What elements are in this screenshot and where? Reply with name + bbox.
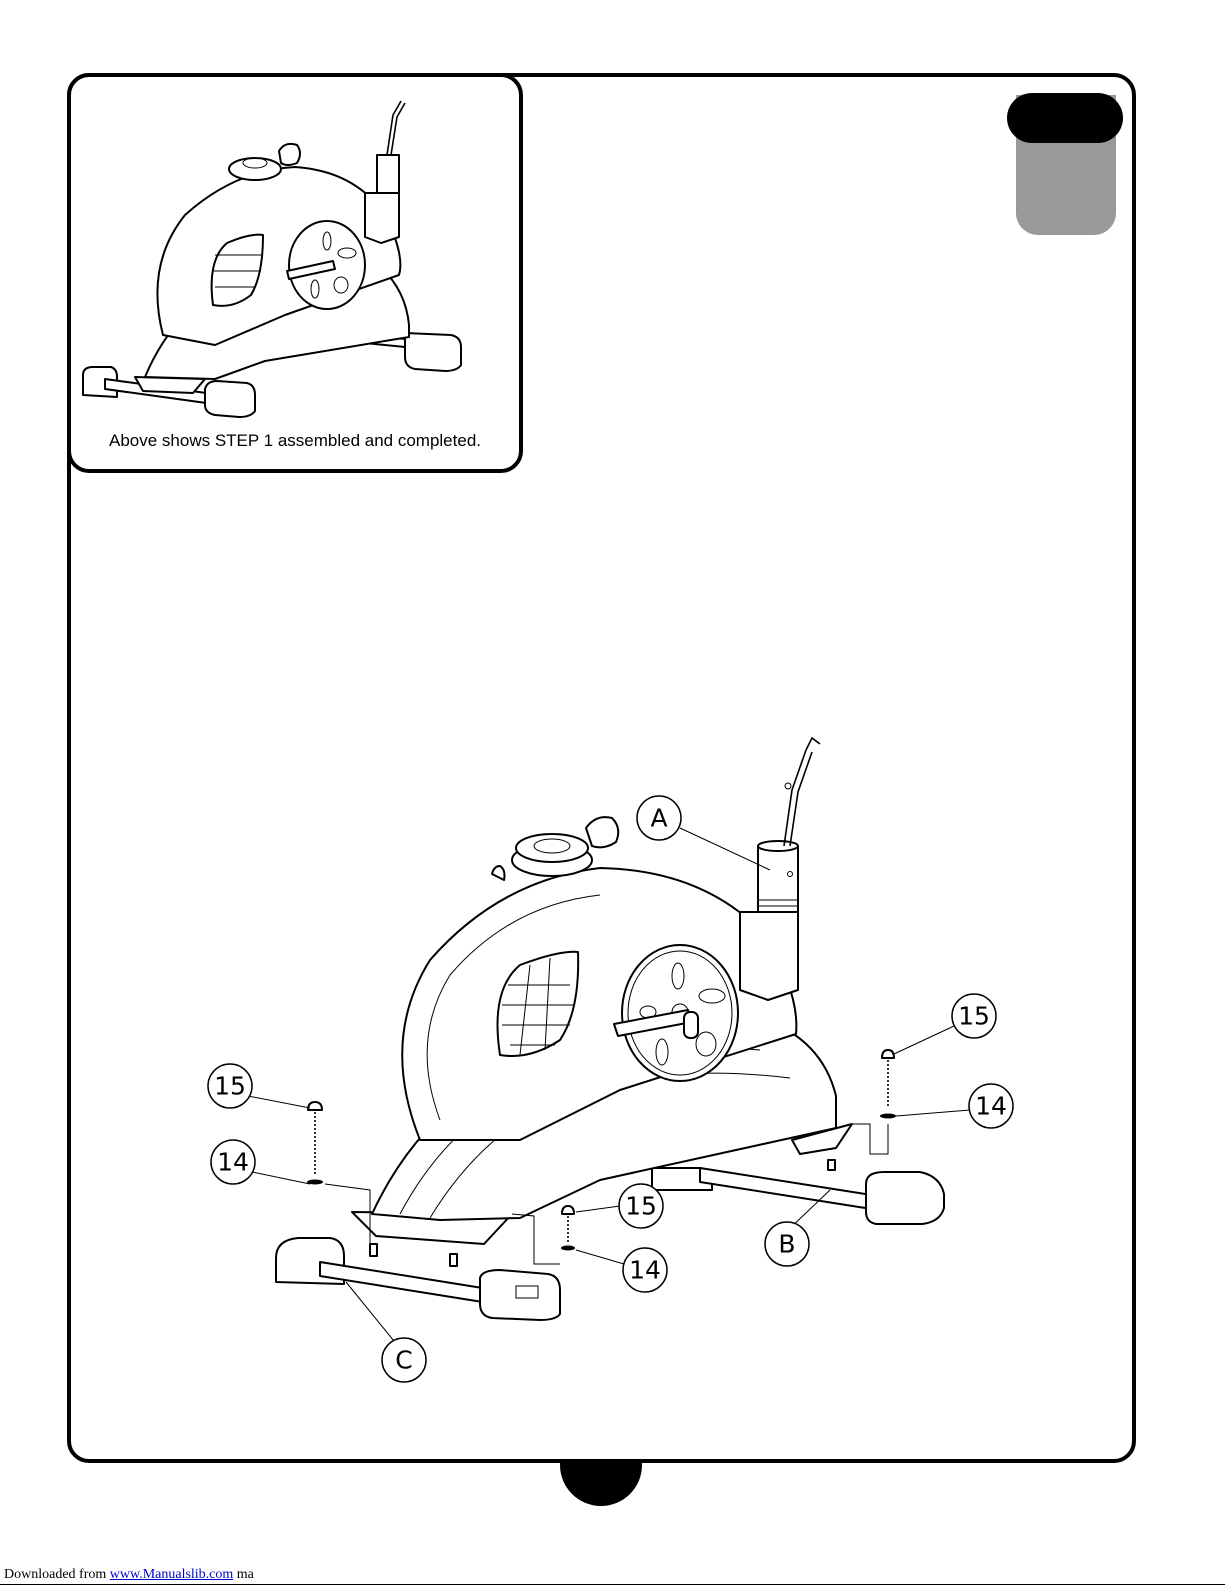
step1-inset: Above shows STEP 1 assembled and complet… [67,73,523,473]
bolt-rear-right [450,1254,457,1266]
seat-post-a [740,738,820,1000]
callout-14-center-label: 14 [629,1256,661,1285]
hardware-left [307,1102,370,1244]
bolt-front [828,1160,835,1170]
callout-a-label: A [650,804,667,833]
manualslib-link[interactable]: www.Manualslib.com [110,1567,234,1582]
callout-c-label: C [395,1346,412,1375]
hardware-right [852,1050,896,1154]
front-base-b [652,1168,944,1224]
callout-15-right-label: 15 [958,1002,990,1031]
hardware-center [512,1206,575,1264]
callout-b: B [765,1222,809,1266]
callout-14-right: 14 [969,1084,1013,1128]
callout-14-left-label: 14 [217,1148,249,1177]
callout-a: A [637,796,681,840]
bike-illustration [276,738,944,1320]
bolt-rear-left [370,1244,377,1256]
callout-c: C [382,1338,426,1382]
callout-15-left-label: 15 [214,1072,246,1101]
callout-14-right-label: 14 [975,1092,1007,1121]
step1-thumbnail [71,77,519,427]
callout-15-center-label: 15 [625,1192,657,1221]
callout-15-right: 15 [952,994,996,1038]
footer-prefix: Downloaded from [4,1567,110,1582]
callout-b-label: B [778,1230,795,1259]
rear-base-c [276,1238,560,1320]
callout-15-left: 15 [208,1064,252,1108]
callout-14-center: 14 [623,1248,667,1292]
download-footer: Downloaded from www.Manualslib.com ma [4,1567,254,1583]
callout-14-left: 14 [211,1140,255,1184]
step1-caption: Above shows STEP 1 assembled and complet… [71,431,519,451]
callout-15-center: 15 [619,1184,663,1228]
footer-suffix: ma [233,1567,254,1582]
